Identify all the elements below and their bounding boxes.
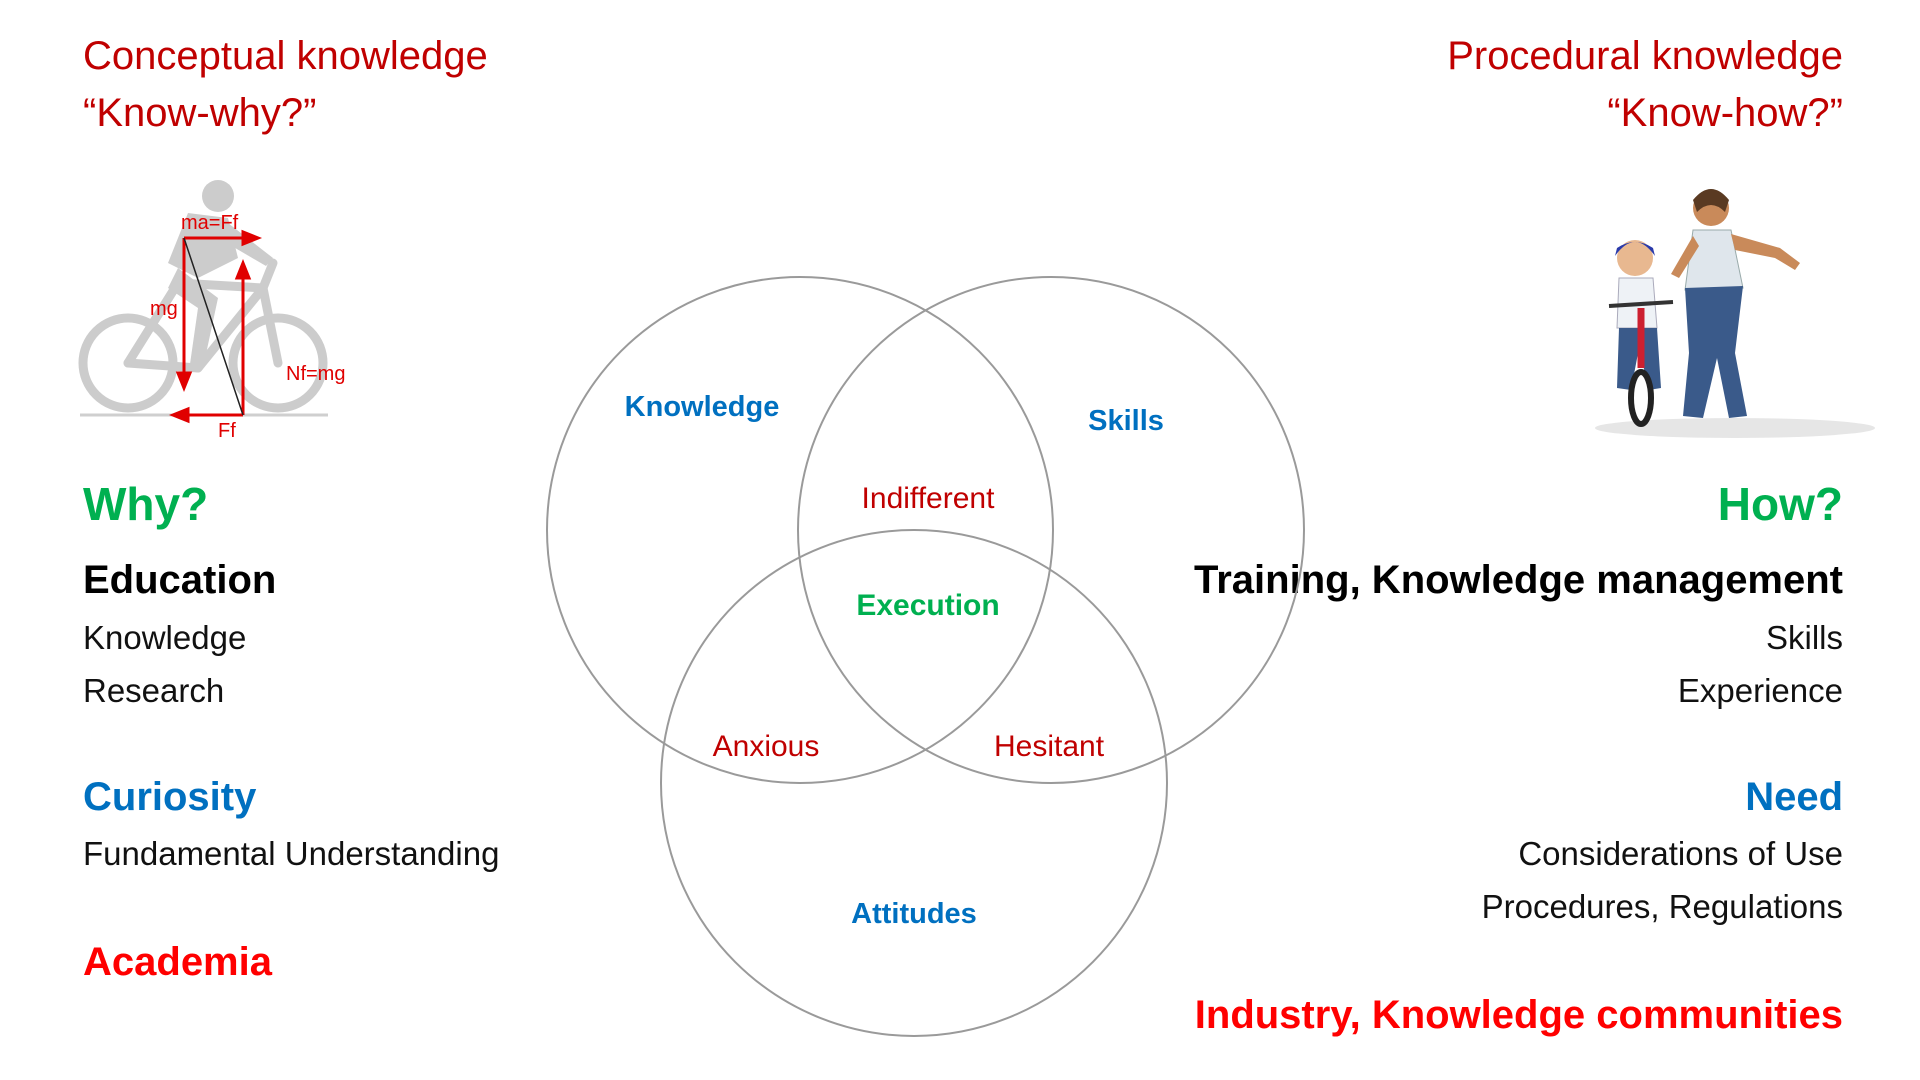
left-header-line2: “Know-why?” [83,91,317,135]
force-label-nf: Nf=mg [286,363,345,385]
venn-label-attitudes: Attitudes [851,898,977,930]
force-vectors [168,229,263,424]
left-group1-item: Research [83,672,225,709]
force-label-mg: mg [150,298,178,320]
left-footer: Academia [83,940,272,984]
right-header-line2: “Know-how?” [1607,91,1843,135]
venn-label-execution: Execution [856,589,999,622]
shadow [1595,418,1875,438]
right-header-line1: Procedural knowledge [1447,34,1843,78]
venn-circle-attitudes [660,529,1168,1037]
venn-label-knowledge: Knowledge [625,391,780,423]
right-footer: Industry, Knowledge communities [1194,993,1843,1037]
venn-label-skills: Skills [1088,405,1164,437]
venn-circle-knowledge [546,276,1054,784]
venn-label-hesitant: Hesitant [994,730,1105,763]
front-wheel-icon [228,313,328,413]
force-label-ma: ma=Ff [181,212,239,234]
bicycle-force-diagram: ma=Ff mg Nf=mg Ff [78,180,345,442]
child-figure-icon [1615,240,1661,390]
right-group2-item: Procedures, Regulations [1481,888,1843,925]
left-group1-title: Education [83,558,277,602]
venn-label-anxious: Anxious [713,730,820,763]
left-group2-item: Fundamental Understanding [83,835,500,872]
left-group2-title: Curiosity [83,775,257,819]
right-group2-item: Considerations of Use [1518,835,1843,872]
venn-label-indifferent: Indifferent [862,482,996,515]
adult-figure-icon [1671,189,1800,418]
right-group1-item: Experience [1677,672,1843,709]
left-header-line1: Conceptual knowledge [83,34,488,78]
right-group1-item: Skills [1765,619,1843,656]
rider-icon [168,180,273,368]
left-group1-item: Knowledge [83,619,247,656]
resultant-line [183,237,244,416]
force-label-ff: Ff [218,420,236,442]
parent-child-bike-illustration [1595,189,1875,438]
venn-circle-skills [797,276,1305,784]
right-group2-title: Need [1745,775,1843,819]
child-bicycle-icon [1608,300,1674,427]
right-question: How? [1717,478,1843,530]
left-question: Why? [83,478,209,530]
